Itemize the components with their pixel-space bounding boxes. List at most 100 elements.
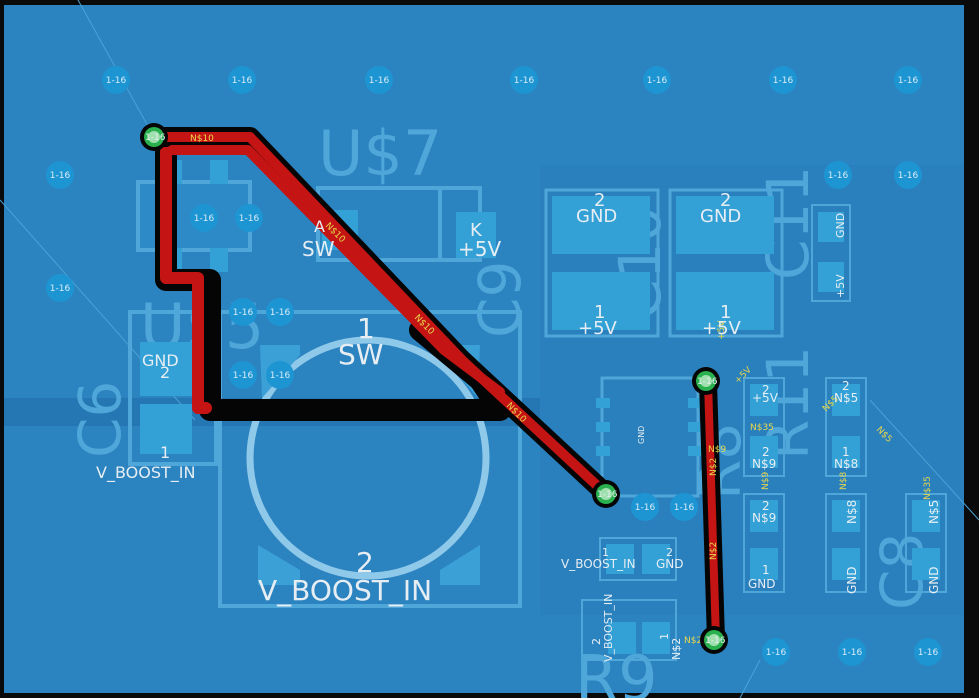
net-label-n35: N$35 xyxy=(750,423,774,433)
via-6 xyxy=(769,66,797,94)
net-label-n32: N$2 xyxy=(709,458,719,476)
net-label-n35-b: N$35 xyxy=(923,476,933,500)
r9-pin2: 2 xyxy=(590,638,603,645)
c11-outline xyxy=(668,188,784,338)
c8-pad-bottom xyxy=(832,548,860,580)
net-label-n10-a: N$10 xyxy=(190,134,214,144)
r-right-pin2-num: 2 xyxy=(842,379,850,393)
c-small-center-pin2: 2 xyxy=(666,546,673,559)
r9-pad-left xyxy=(608,622,636,654)
via-5 xyxy=(643,66,671,94)
via-routed-right-bottom-label: 1-16 xyxy=(705,636,726,646)
r-right-n5: N$5 xyxy=(834,391,858,405)
c-small-right-outline xyxy=(811,204,851,302)
net-label-n2: N$2 xyxy=(684,636,702,646)
c11-pad-bottom xyxy=(676,272,774,330)
via-label-8: 1-16 xyxy=(50,171,71,181)
r8-outline xyxy=(743,493,785,593)
u5-pin2-num: 2 xyxy=(356,546,374,579)
via-routed-center-hole xyxy=(600,488,612,500)
r11-pin2-numb: 2 xyxy=(762,445,770,459)
u5-core-ring xyxy=(246,336,490,580)
sot23-pad-bottom-right xyxy=(210,248,228,272)
r11-pad-bottom xyxy=(750,436,778,468)
r9-vboost: V_BOOST_IN xyxy=(602,594,615,662)
c6-pad-bottom xyxy=(140,404,192,454)
ratsnest-line-bottom xyxy=(739,659,761,698)
c11-pin2-gnd: GND xyxy=(700,206,741,227)
u7-pin-a: A xyxy=(314,217,325,236)
via-routed-right-bottom-hole xyxy=(708,634,720,646)
c-far-right-pad-top xyxy=(912,500,940,532)
r8-pad-top xyxy=(750,500,778,532)
pad-labels: A SW K +5V 1 SW 2 V_BOOST_IN 2 GND 1 V_B… xyxy=(96,190,941,662)
u5-pin1-sw: SW xyxy=(338,338,383,371)
via-layer: 1-16 1-16 1-16 1-16 1-16 1-16 1-16 1-16 1-16 1-16… xyxy=(46,66,942,666)
refdes-c9: C9 xyxy=(466,261,534,338)
via-label-17: 1-16 xyxy=(270,371,291,381)
c-small-center-outline xyxy=(599,537,677,581)
r-right-pad-top xyxy=(832,384,860,416)
via-label-13: 1-16 xyxy=(239,214,260,224)
c-small-right-pad-top xyxy=(818,212,844,242)
via-4 xyxy=(510,66,538,94)
via-21 xyxy=(838,638,866,666)
via-label-10: 1-16 xyxy=(898,171,919,181)
c11-pin1-num: 1 xyxy=(720,302,731,323)
via-label-22: 1-16 xyxy=(918,648,939,658)
via-10 xyxy=(894,161,922,189)
via-label-4: 1-16 xyxy=(514,76,535,86)
r-right-outline xyxy=(825,377,867,477)
sot23-pad-top-right xyxy=(210,160,228,184)
u5-outline xyxy=(218,310,522,608)
via-label-14: 1-16 xyxy=(233,308,254,318)
r9-pad-right xyxy=(642,622,670,654)
r8-pin2-num: 2 xyxy=(762,499,770,513)
r8-n9: N$9 xyxy=(752,511,776,525)
via-label-20: 1-16 xyxy=(766,648,787,658)
c-far-right-pad-bottom xyxy=(912,548,940,580)
r11-pin2-num: 2 xyxy=(762,383,770,397)
via-routed-right-top-label: 1-16 xyxy=(697,377,718,387)
ic-pin-5 xyxy=(688,422,702,432)
ic-pin-6 xyxy=(688,446,702,456)
via-3 xyxy=(365,66,393,94)
r-right-pad-bottom xyxy=(832,436,860,468)
via-8 xyxy=(46,161,74,189)
ic-pin-1 xyxy=(596,398,610,408)
c-small-right-5v: +5V xyxy=(834,274,847,298)
via-22 xyxy=(914,638,942,666)
c-small-center-gnd: GND xyxy=(656,557,684,571)
r-right-pin1-num: 1 xyxy=(842,445,850,459)
via-7 xyxy=(894,66,922,94)
net-label-n22: N$2 xyxy=(709,542,719,560)
via-label-2: 1-16 xyxy=(232,76,253,86)
net-label-plus5v-b: +5V xyxy=(717,320,727,340)
ic-pin-2 xyxy=(596,422,610,432)
c8-pad-top xyxy=(832,500,860,532)
r-right-n8: N$8 xyxy=(834,457,858,471)
c-far-right-outline xyxy=(905,493,947,593)
r8-pad-bottom xyxy=(750,548,778,580)
c-small-center-vboost: V_BOOST_IN xyxy=(561,557,636,571)
c6-pin1-vboost: V_BOOST_IN xyxy=(96,463,195,483)
c8-n8: N$8 xyxy=(845,500,859,524)
via-15 xyxy=(266,298,294,326)
via-label-18: 1-16 xyxy=(635,503,656,513)
via-1 xyxy=(102,66,130,94)
r11-pin2-n9: N$9 xyxy=(752,457,776,471)
via-label-6: 1-16 xyxy=(773,76,794,86)
c6-pin1-num: 1 xyxy=(160,443,170,462)
c10-pad-bottom xyxy=(552,272,650,330)
c10-pad-top xyxy=(552,196,650,254)
via-label-21: 1-16 xyxy=(842,648,863,658)
c10-pin1-num: 1 xyxy=(594,302,605,323)
via-17 xyxy=(266,361,294,389)
via-label-7: 1-16 xyxy=(898,76,919,86)
r11-outline xyxy=(743,377,785,477)
via-label-16: 1-16 xyxy=(233,371,254,381)
r9-outline xyxy=(581,599,677,661)
via-label-19: 1-16 xyxy=(674,503,695,513)
via-9 xyxy=(824,161,852,189)
